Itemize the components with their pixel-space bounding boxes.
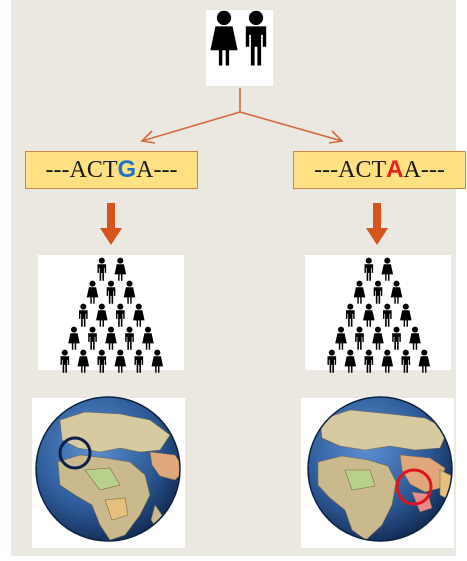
down-arrows	[100, 203, 388, 245]
right-location-circle	[395, 468, 433, 506]
right-down-arrow-shaft	[373, 203, 381, 230]
branch-arrows	[140, 88, 344, 144]
left-location-circle	[58, 436, 92, 470]
left-globe	[35, 396, 181, 542]
left-sequence-suffix: A---	[136, 156, 178, 183]
left-down-arrow-shaft	[107, 203, 115, 230]
left-sequence-prefix: ---ACT	[45, 156, 118, 183]
man-icon	[245, 10, 267, 66]
couple-icon	[210, 10, 267, 66]
branch-left	[141, 111, 241, 142]
right-sequence-prefix: ---ACT	[314, 156, 387, 183]
woman-icon	[210, 10, 238, 66]
branch-right-head	[328, 130, 344, 144]
branch-left-head	[140, 130, 156, 144]
right-down-arrow-head	[366, 228, 388, 245]
left-sequence-variant: G	[117, 156, 137, 183]
right-sequence-suffix: A---	[403, 156, 445, 183]
left-population-background	[38, 255, 184, 370]
right-population-background	[305, 255, 451, 370]
branch-right	[239, 111, 343, 142]
right-globe	[307, 396, 453, 542]
right-sequence-variant: A	[386, 156, 404, 183]
left-down-arrow-head	[100, 228, 122, 245]
